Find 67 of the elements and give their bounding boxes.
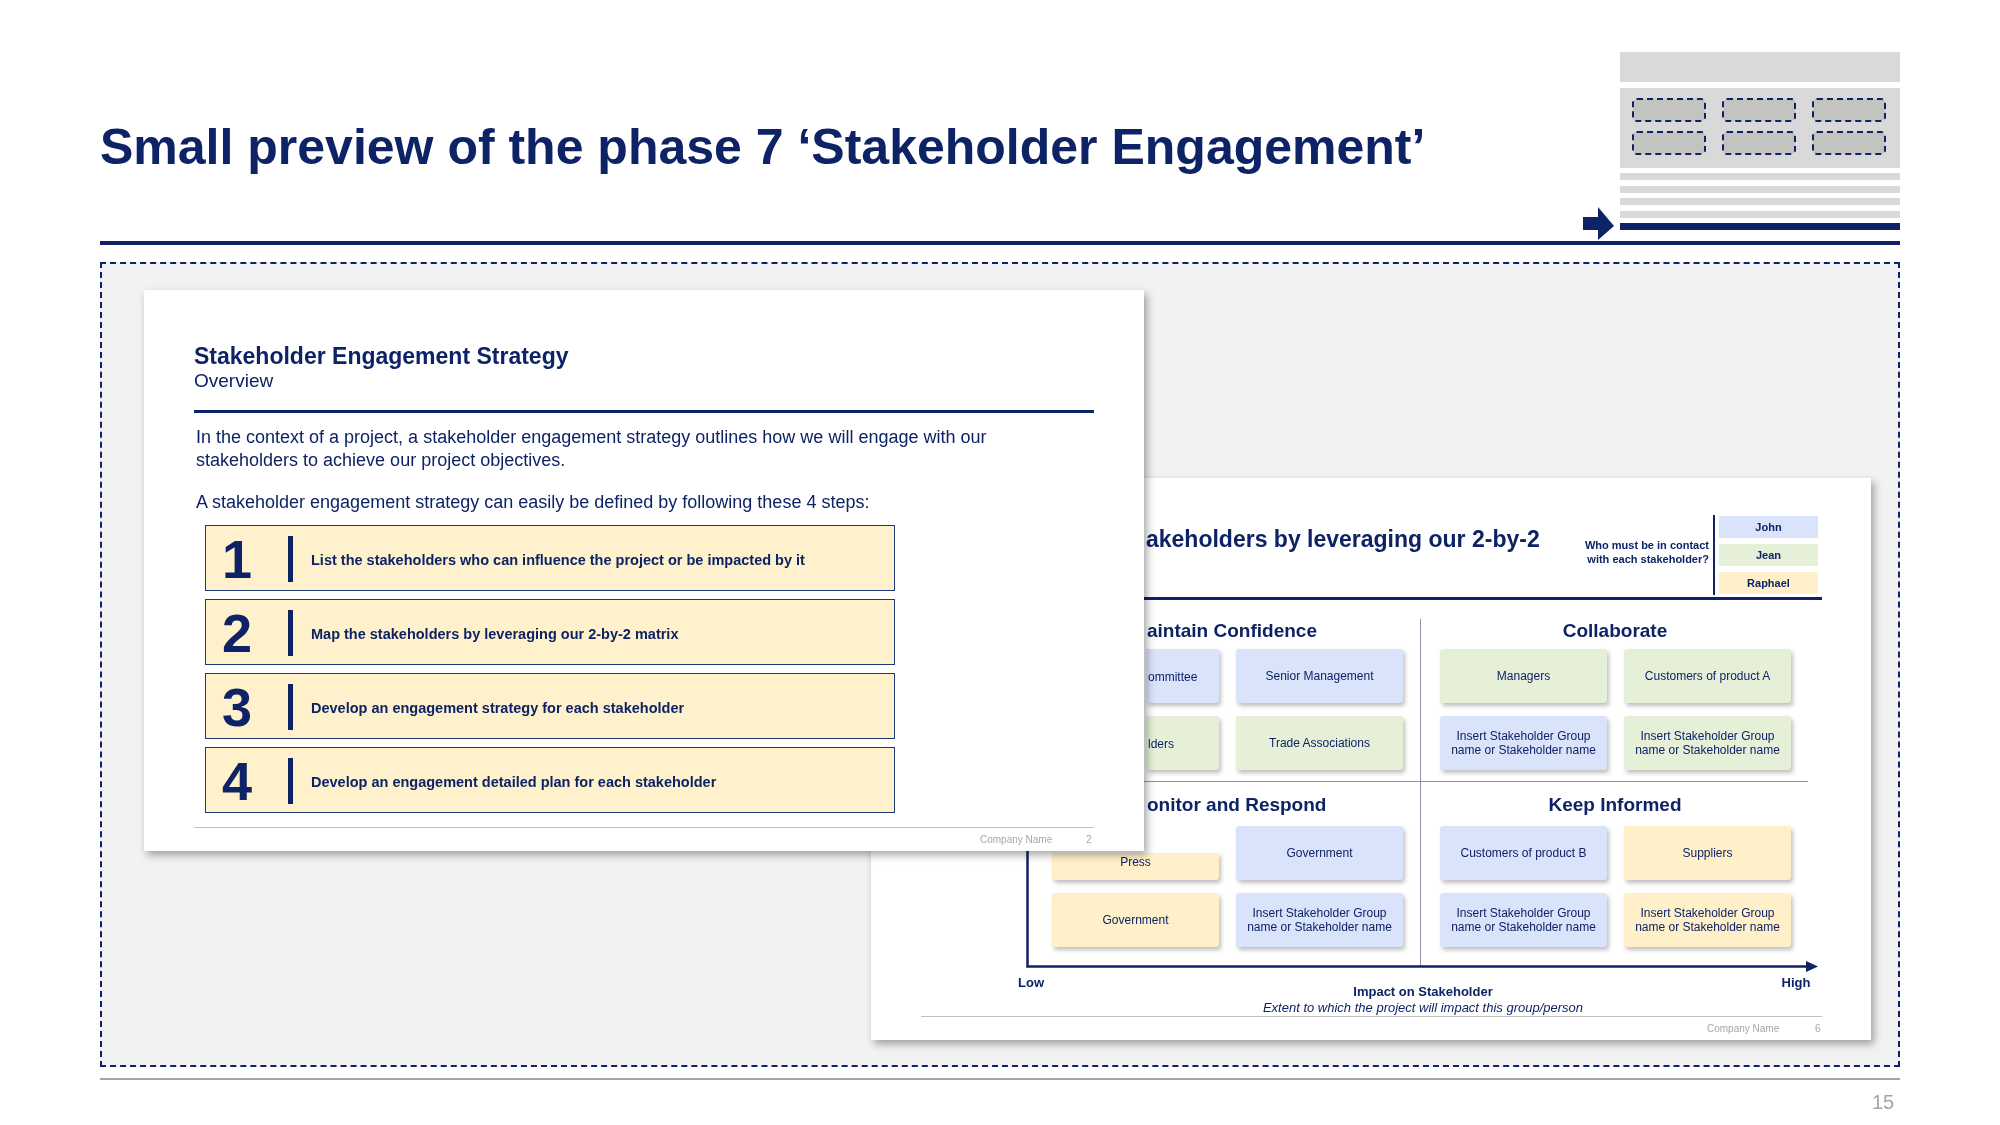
card-text: Insert Stakeholder Group name or Stakeholder name (1634, 906, 1781, 934)
stakeholder-card (1236, 716, 1403, 770)
stakeholder-card (1440, 716, 1607, 770)
stakeholder-card (1052, 853, 1219, 880)
card-text: Government (1285, 846, 1354, 860)
step-box (205, 747, 895, 813)
step-box (205, 599, 895, 665)
stakeholder-card (1624, 716, 1791, 770)
step-box (205, 673, 895, 739)
card-text: Insert Stakeholder Group name or Stakeholder name (1450, 906, 1597, 934)
step-number: 2 (222, 604, 253, 662)
contact-tag: Raphael (1719, 572, 1818, 594)
slide-title: Stakeholder Engagement Strategy (194, 342, 569, 371)
card-text: Customers of product B (1459, 846, 1588, 860)
step-text: Map the stakeholders by leveraging our 2-by-2 matrix (311, 625, 679, 644)
step-number: 4 (222, 752, 253, 810)
quadrant-title: Keep Informed (1548, 793, 1682, 817)
stakeholder-card (1624, 893, 1791, 947)
page-number: 2 (1086, 833, 1092, 847)
stakeholder-card (1146, 716, 1219, 770)
axis-subtitle: Extent to which the project will impact this group/person (1262, 999, 1584, 1017)
page-number: 6 (1815, 1022, 1821, 1036)
quadrant-title: aintain Confidence (1147, 619, 1317, 643)
step-box (205, 525, 895, 591)
contact-question: Who must be in contact with each stakeholder? (1583, 538, 1709, 566)
stakeholder-card (1624, 649, 1791, 703)
step-number: 3 (222, 678, 253, 736)
stakeholder-card (1146, 649, 1219, 703)
stakeholder-card (1440, 826, 1607, 880)
step-text: Develop an engagement detailed plan for each stakeholder (311, 773, 717, 792)
contact-tag: John (1719, 516, 1818, 538)
footer-text: Company Name (980, 833, 1053, 847)
card-text: Insert Stakeholder Group name or Stakeholder name (1634, 729, 1781, 757)
card-text: ommittee (1148, 669, 1198, 686)
slide-title: akeholders by leveraging our 2-by-2 (1146, 525, 1540, 554)
stakeholder-card (1052, 893, 1219, 947)
card-text: Customers of product A (1643, 669, 1772, 683)
card-text: Managers (1495, 669, 1552, 683)
quadrant-title: Collaborate (1562, 619, 1668, 643)
quadrant-title: onitor and Respond (1147, 793, 1327, 817)
card-text: Trade Associations (1268, 736, 1371, 750)
step-text: List the stakeholders who can influence the project or be impacted by it (311, 551, 805, 570)
card-text: lders (1148, 736, 1174, 753)
step-number: 1 (222, 530, 253, 588)
card-text: Government (1101, 913, 1170, 927)
axis-label: Low (1018, 974, 1044, 992)
card-text: Insert Stakeholder Group name or Stakeholder name (1246, 906, 1393, 934)
steps-intro: A stakeholder engagement strategy can easily be defined by following these 4 steps: (196, 491, 870, 514)
stakeholder-card (1236, 649, 1403, 703)
card-text: Suppliers (1681, 846, 1734, 860)
stakeholder-card (1440, 893, 1607, 947)
card-text: Press (1119, 855, 1152, 869)
stakeholder-card (1236, 826, 1403, 880)
stakeholder-card (1624, 826, 1791, 880)
page-number: 15 (1872, 1090, 1895, 1115)
page-title: Small preview of the phase 7 ‘Stakeholder Engagement’ (100, 118, 1426, 176)
axis-label: High (1781, 974, 1811, 992)
footer-text: Company Name (1707, 1022, 1780, 1036)
slide-subtitle: Overview (194, 369, 274, 393)
card-text: Senior Management (1264, 669, 1375, 683)
stakeholder-card (1236, 893, 1403, 947)
axis-title: Impact on Stakeholder (1353, 983, 1493, 1001)
contact-tag: Jean (1719, 544, 1818, 566)
step-text: Develop an engagement strategy for each stakeholder (311, 699, 685, 718)
stakeholder-card (1440, 649, 1607, 703)
intro-paragraph: In the context of a project, a stakeholder engagement strategy outlines how we will engage with our stakeholders to achieve our project objectives. (196, 426, 988, 472)
card-text: Insert Stakeholder Group name or Stakeholder name (1450, 729, 1597, 757)
